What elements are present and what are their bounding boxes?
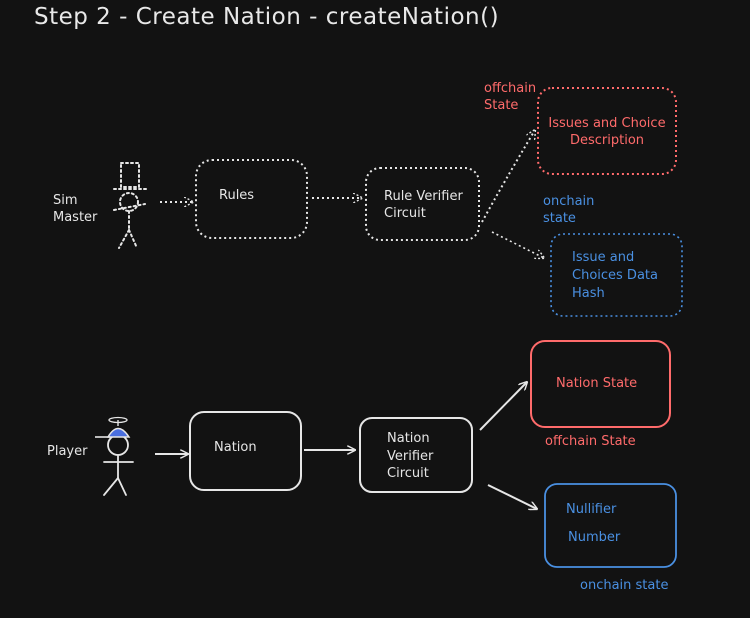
nation-verifier-box: [359, 417, 473, 493]
rules-box: [195, 159, 308, 239]
issues-description-label: Issues and Choice Description: [548, 116, 666, 148]
rules-label: Rules: [219, 188, 255, 203]
player-figure: [103, 434, 134, 496]
nation-verifier-label: Nation Verifier Circuit: [387, 431, 434, 481]
nullifier-label: Nullifier: [566, 502, 617, 517]
sim-master-label: Sim Master: [53, 193, 98, 225]
sim-master-figure: [113, 162, 148, 249]
rule-verifier-box: [365, 167, 480, 241]
issues-hash-label: Issue and Choices Data Hash: [572, 250, 658, 301]
nation-state-label: Nation State: [556, 376, 638, 391]
onchain-state-tag-bottom: onchain state: [580, 578, 669, 593]
player-label: Player: [47, 444, 88, 459]
nullifier-box: [544, 483, 677, 568]
arrow-verifier-to-nullifier: [487, 484, 537, 509]
offchain-state-tag-top: offchain State: [484, 81, 537, 113]
arrow-verifier-to-offchain: [481, 130, 535, 223]
propeller-hat-icon: [95, 416, 131, 438]
number-label: Number: [568, 530, 621, 545]
nation-label: Nation: [214, 440, 257, 455]
arrow-verifier-to-nation-state: [479, 382, 527, 431]
offchain-state-tag-bottom: offchain State: [545, 434, 636, 449]
issues-description-box: [537, 87, 677, 175]
issues-hash-box: [550, 233, 683, 317]
rule-verifier-label: Rule Verifier Circuit: [384, 189, 463, 221]
nation-box: [189, 411, 302, 491]
nation-state-box: [530, 340, 671, 428]
arrow-verifier-to-onchain: [491, 231, 544, 258]
page-title: Step 2 - Create Nation - createNation(): [34, 4, 500, 30]
onchain-state-tag-top: onchain state: [543, 194, 595, 226]
